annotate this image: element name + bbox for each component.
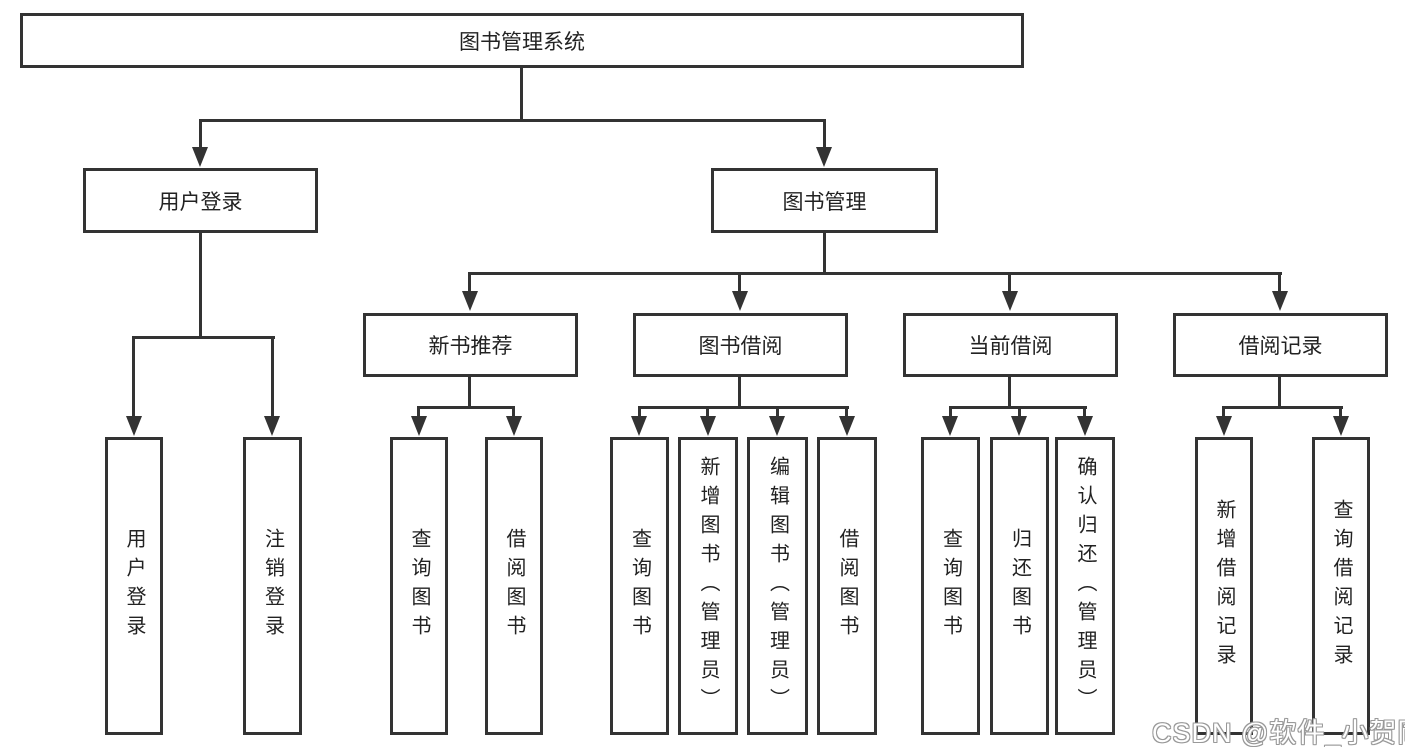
node-user-login: 用户登录 [83,168,318,233]
arrow-down-icon [732,291,748,311]
leaf-user-login-label: 用户登录 [123,528,145,644]
leaf-current-query-book-label: 查询图书 [939,528,962,644]
connector-line [638,406,641,418]
arrow-down-icon [700,416,716,436]
arrow-down-icon [506,416,522,436]
connector-line [199,233,202,339]
leaf-borrow-borrow-book-label: 借阅图书 [836,528,858,644]
connector-line [417,406,420,418]
node-book-management-label: 图书管理 [782,190,867,214]
leaf-borrow-edit-book-label: 编辑图书（管理员） [766,455,789,717]
leaf-current-confirm-return: 确认归还（管理员） [1055,437,1115,735]
leaf-current-return-book: 归还图书 [990,437,1049,735]
connector-line [520,68,523,122]
node-current-borrow: 当前借阅 [903,313,1118,377]
arrow-down-icon [1272,291,1288,311]
connector-line [738,272,741,296]
arrow-down-icon [462,291,478,311]
leaf-recommend-borrow-book: 借阅图书 [485,437,543,735]
connector-line [133,336,275,339]
leaf-borrow-add-book: 新增图书（管理员） [678,437,738,735]
connector-line [1339,406,1342,418]
watermark: CSDN @软件_小贺同学 [1152,718,1405,747]
arrow-down-icon [839,416,855,436]
arrow-down-icon [1333,416,1349,436]
leaf-current-query-book: 查询图书 [921,437,980,735]
node-borrow-record-label: 借阅记录 [1238,335,1323,358]
leaf-user-login: 用户登录 [105,437,163,735]
arrow-down-icon [816,147,832,167]
connector-line [845,406,848,418]
connector-line [1222,406,1225,418]
leaf-borrow-edit-book: 编辑图书（管理员） [747,437,808,735]
leaf-logout: 注销登录 [243,437,302,735]
connector-line [706,406,709,418]
node-root: 图书管理系统 [20,13,1024,68]
connector-line [199,119,202,149]
arrow-down-icon [264,416,280,436]
leaf-recommend-borrow-book-label: 借阅图书 [503,528,525,644]
leaf-record-add-label: 新增借阅记录 [1213,499,1235,673]
connector-line [776,406,779,418]
leaf-borrow-add-book-label: 新增图书（管理员） [697,455,719,717]
connector-line [468,272,471,296]
connector-line [468,377,471,409]
connector-line [271,336,274,418]
arrow-down-icon [192,147,208,167]
arrow-down-icon [942,416,958,436]
node-current-borrow-label: 当前借阅 [968,335,1053,358]
leaf-borrow-query-book: 查询图书 [610,437,669,735]
connector-line [1083,406,1086,418]
connector-line [1018,406,1021,418]
node-book-management: 图书管理 [711,168,938,233]
leaf-recommend-query-book-label: 查询图书 [408,528,430,644]
connector-line [638,406,849,409]
node-book-borrow-label: 图书借阅 [698,335,783,358]
leaf-record-add: 新增借阅记录 [1195,437,1253,735]
leaf-borrow-query-book-label: 查询图书 [628,528,651,644]
connector-line [823,233,826,275]
arrow-down-icon [769,416,785,436]
connector-line [823,119,826,149]
connector-line [132,336,135,418]
arrow-down-icon [631,416,647,436]
node-borrow-record: 借阅记录 [1173,313,1388,377]
leaf-borrow-borrow-book: 借阅图书 [817,437,877,735]
connector-line [1222,406,1343,409]
leaf-current-confirm-return-label: 确认归还（管理员） [1074,455,1096,717]
connector-line [1008,377,1011,409]
connector-line [738,377,741,409]
node-new-book-recommend: 新书推荐 [363,313,578,377]
leaf-record-query: 查询借阅记录 [1312,437,1370,735]
connector-line [417,406,515,409]
arrow-down-icon [1216,416,1232,436]
arrow-down-icon [1002,291,1018,311]
node-root-label: 图书管理系统 [459,30,585,54]
arrow-down-icon [411,416,427,436]
connector-line [1278,377,1281,409]
connector-line [1008,272,1011,296]
connector-line [949,406,952,418]
leaf-current-return-book-label: 归还图书 [1008,528,1031,644]
connector-line [512,406,515,418]
node-new-book-recommend-label: 新书推荐 [428,335,513,358]
leaf-recommend-query-book: 查询图书 [390,437,448,735]
leaf-logout-label: 注销登录 [261,528,284,644]
connector-line [468,272,1282,275]
connector-line [1278,272,1281,296]
node-user-login-label: 用户登录 [158,190,243,214]
connector-line [199,119,826,122]
arrow-down-icon [1077,416,1093,436]
arrow-down-icon [1011,416,1027,436]
node-book-borrow: 图书借阅 [633,313,848,377]
arrow-down-icon [126,416,142,436]
leaf-record-query-label: 查询借阅记录 [1330,499,1352,673]
